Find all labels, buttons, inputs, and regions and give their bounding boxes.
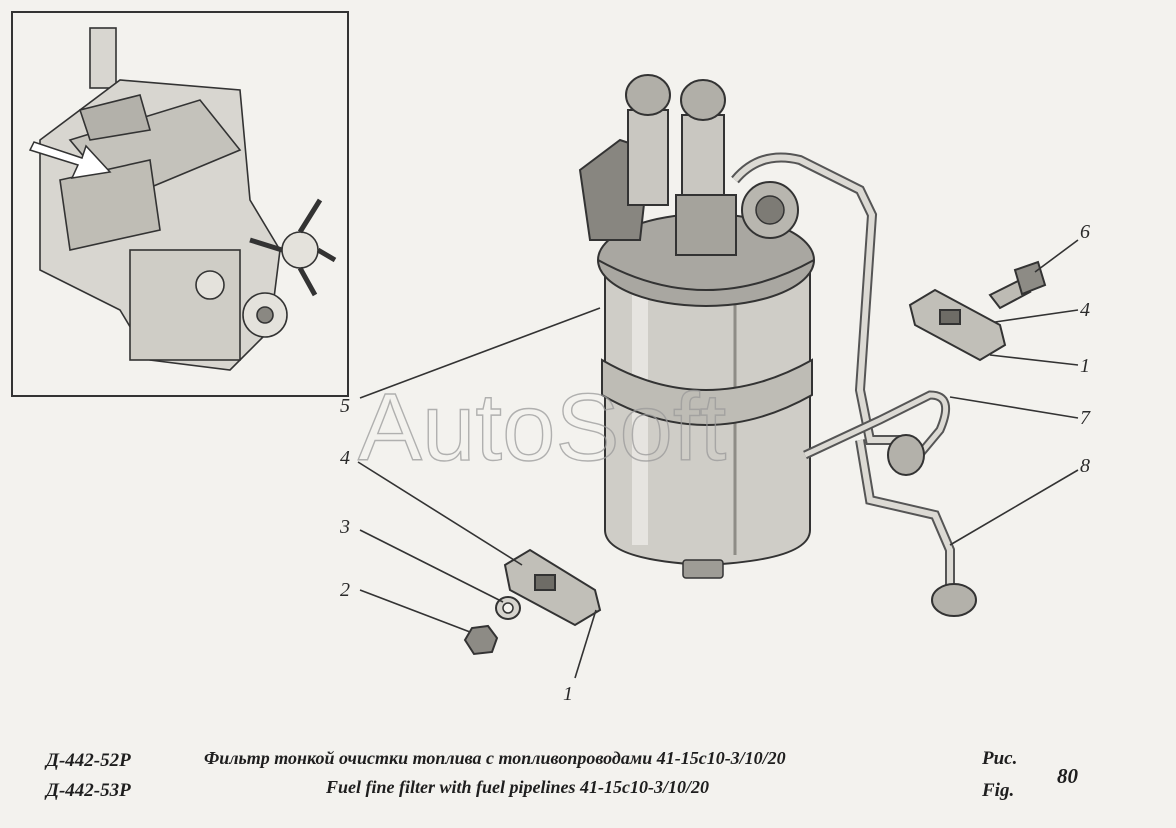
figure-number: 80 — [1057, 764, 1078, 788]
model-code-2: Д-442-53Р — [46, 780, 131, 801]
callout-8: 8 — [1080, 455, 1090, 477]
figure-label-ru: Рис. — [982, 748, 1018, 769]
bracket-bottom — [503, 548, 602, 627]
callout-5: 5 — [340, 395, 350, 417]
washer — [495, 596, 521, 620]
watermark: AutoSoft — [358, 374, 726, 481]
figure-label-en: Fig. — [982, 780, 1015, 801]
callout-4-left: 4 — [340, 447, 350, 469]
engine-inset — [11, 11, 349, 397]
bolt — [988, 260, 1047, 310]
callout-labels: 6 4 1 7 8 5 4 3 2 1 — [339, 221, 1091, 705]
nut — [463, 624, 499, 656]
caption-title-en: Fuel fine filter with fuel pipelines 41-… — [326, 777, 709, 797]
caption-title-ru: Фильтр тонкой очистки топлива с топливоп… — [204, 748, 786, 768]
callout-6: 6 — [1080, 221, 1090, 243]
bracket-top — [908, 288, 1007, 362]
callout-2: 2 — [340, 579, 350, 601]
callout-4-right: 4 — [1080, 299, 1090, 321]
callout-1-top: 1 — [1080, 355, 1090, 377]
fuel-filter — [578, 74, 977, 617]
model-code-1: Д-442-52Р — [46, 750, 131, 771]
callout-3: 3 — [339, 516, 350, 538]
leader-lines — [357, 239, 1079, 679]
callout-1-bottom: 1 — [563, 683, 573, 705]
callout-7: 7 — [1080, 407, 1091, 429]
